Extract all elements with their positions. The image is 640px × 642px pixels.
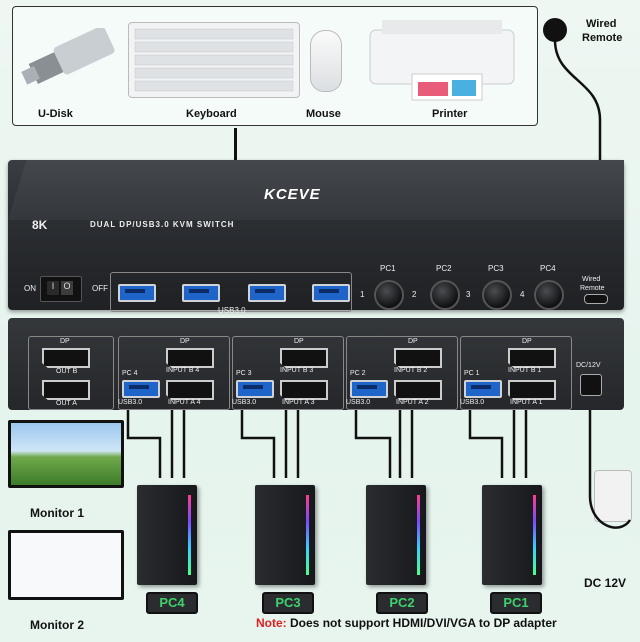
- input-pc-label: PC 4: [122, 370, 138, 377]
- input-a-port[interactable]: [394, 380, 442, 400]
- input-pc-label: PC 1: [464, 370, 480, 377]
- input-b-label: INPUT B 1: [508, 367, 542, 374]
- pc-cables: [126, 410, 592, 478]
- pc2-button-label: PC2: [436, 264, 452, 273]
- input-b-label: INPUT B 2: [394, 367, 428, 374]
- out-a-label: OUT A: [56, 400, 77, 407]
- power-adapter-icon: [594, 470, 632, 522]
- keyboard-label: Keyboard: [186, 108, 237, 120]
- pc1-button[interactable]: [374, 280, 404, 310]
- input-usb-label: USB3.0: [232, 399, 257, 406]
- input-b-label: INPUT B 4: [166, 367, 200, 374]
- monitor-2-label: Monitor 2: [30, 618, 84, 632]
- dp-label: DP: [522, 338, 532, 345]
- dc-label: DC 12V: [584, 576, 627, 590]
- input-usb-port[interactable]: [236, 380, 274, 398]
- dc-cable: [588, 438, 632, 529]
- out-b-port[interactable]: [42, 348, 90, 368]
- input-b-label: INPUT B 3: [280, 367, 314, 374]
- front-usb-frame: [110, 272, 352, 312]
- input-pc-label: PC 3: [236, 370, 252, 377]
- dp-label: DP: [408, 338, 418, 345]
- pc3-label: PC3: [262, 592, 314, 614]
- out-b-label: OUT B: [56, 368, 78, 375]
- input-a-label: INPUT A 1: [510, 399, 543, 406]
- dc-port[interactable]: [580, 374, 602, 396]
- output-frame: [28, 336, 114, 410]
- on-label: ON: [24, 284, 36, 293]
- printer-label: Printer: [432, 108, 468, 120]
- pc3-button[interactable]: [482, 280, 512, 310]
- input-a-label: INPUT A 3: [282, 399, 315, 406]
- note-text: Does not support HDMI/DVI/VGA to DP adap…: [290, 616, 557, 630]
- front-usb-port[interactable]: [312, 284, 350, 302]
- keyboard-icon: [128, 22, 300, 98]
- input-b-port[interactable]: [394, 348, 442, 368]
- monitor-2-icon: [8, 530, 124, 600]
- dc-port-label: DC/12V: [576, 362, 601, 369]
- input-usb-port[interactable]: [464, 380, 502, 398]
- input-pc-label: PC 2: [350, 370, 366, 377]
- front-usb-port[interactable]: [182, 284, 220, 302]
- pc3-button-label: PC3: [488, 264, 504, 273]
- dp-out-label: DP: [60, 338, 70, 345]
- led-1: 1: [360, 290, 365, 299]
- input-a-port[interactable]: [166, 380, 214, 400]
- input-a-label: INPUT A 4: [168, 399, 201, 406]
- input-b-port[interactable]: [508, 348, 556, 368]
- remote-cable: [553, 40, 602, 265]
- note-label: Note:: [256, 616, 287, 630]
- remote-port[interactable]: [584, 294, 608, 304]
- dp-label: DP: [180, 338, 190, 345]
- input-usb-label: USB3.0: [346, 399, 371, 406]
- mouse-label: Mouse: [306, 108, 341, 120]
- kvm-top-surface: [8, 160, 624, 220]
- pc2-button[interactable]: [430, 280, 460, 310]
- brand-logo: KCEVE: [264, 186, 321, 203]
- input-usb-label: USB3.0: [118, 399, 143, 406]
- front-usb-label: USB3.0: [218, 306, 246, 315]
- note: Note: Does not support HDMI/DVI/VGA to D…: [256, 616, 557, 630]
- pc4-button[interactable]: [534, 280, 564, 310]
- remote-port-label-2: Remote: [580, 285, 605, 292]
- product-name: DUAL DP/USB3.0 KVM SWITCH: [90, 220, 235, 229]
- out-a-port[interactable]: [42, 380, 90, 400]
- wired-remote-label-1: Wired: [586, 18, 617, 30]
- input-a-port[interactable]: [280, 380, 328, 400]
- udisk-icon: [20, 26, 120, 88]
- input-usb-port[interactable]: [350, 380, 388, 398]
- pc1-button-label: PC1: [380, 264, 396, 273]
- remote-port-label-1: Wired: [582, 276, 601, 283]
- led-2: 2: [412, 290, 417, 299]
- input-b-port[interactable]: [166, 348, 214, 368]
- front-usb-port[interactable]: [118, 284, 156, 302]
- pc1-tower: [482, 485, 542, 585]
- input-b-port[interactable]: [280, 348, 328, 368]
- badge-8k: 8K: [32, 218, 48, 232]
- printer-icon: [362, 12, 522, 102]
- input-usb-port[interactable]: [122, 380, 160, 398]
- input-usb-label: USB3.0: [460, 399, 485, 406]
- pc4-button-label: PC4: [540, 264, 556, 273]
- pc4-label: PC4: [146, 592, 198, 614]
- led-3: 3: [466, 290, 471, 299]
- pc2-tower: [366, 485, 426, 585]
- off-label: OFF: [92, 284, 108, 293]
- pc1-label: PC1: [490, 592, 542, 614]
- monitor-1-label: Monitor 1: [30, 506, 84, 520]
- front-usb-port[interactable]: [248, 284, 286, 302]
- udisk-label: U-Disk: [38, 108, 73, 120]
- led-4: 4: [520, 290, 525, 299]
- input-a-label: INPUT A 2: [396, 399, 429, 406]
- pc3-tower: [255, 485, 315, 585]
- dp-label: DP: [294, 338, 304, 345]
- input-a-port[interactable]: [508, 380, 556, 400]
- wired-remote-icon: [543, 18, 567, 42]
- wired-remote-label-2: Remote: [582, 32, 623, 44]
- monitor-1-icon: [8, 420, 124, 488]
- pc4-tower: [137, 485, 197, 585]
- power-switch[interactable]: I O: [40, 276, 82, 302]
- mouse-icon: [310, 30, 342, 92]
- pc2-label: PC2: [376, 592, 428, 614]
